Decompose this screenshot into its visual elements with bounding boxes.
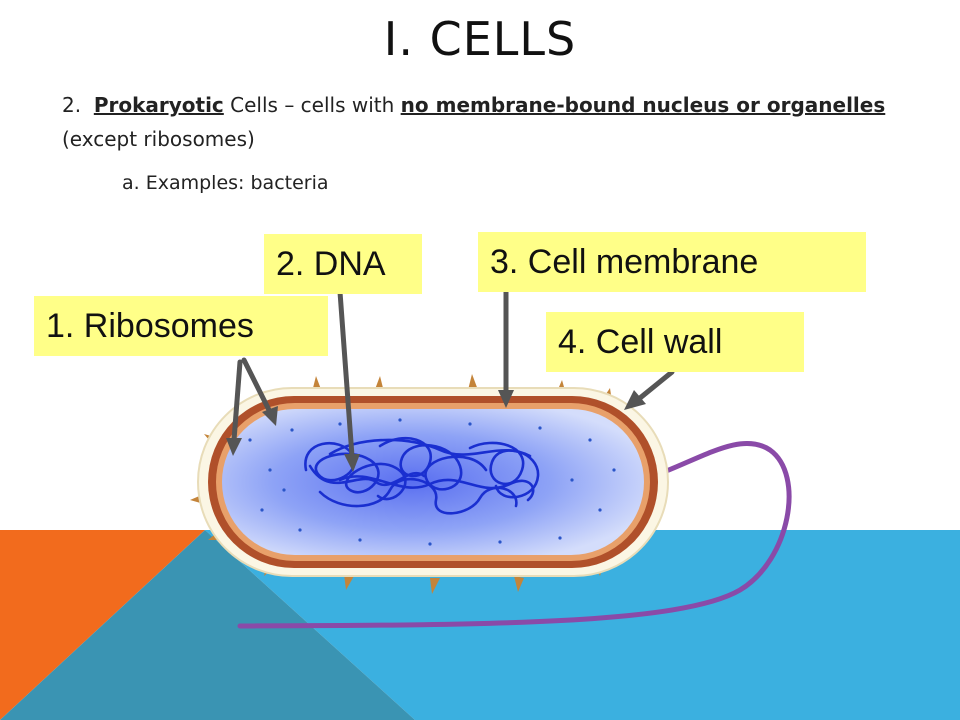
- bullet-prokaryotic: 2. Prokaryotic Cells – cells with no mem…: [62, 88, 892, 156]
- ribosome-dots: [248, 418, 616, 546]
- term-prokaryotic: Prokaryotic: [93, 93, 224, 117]
- ribosome: [358, 538, 362, 542]
- ribosome: [290, 428, 294, 432]
- teal-triangle: [0, 530, 415, 720]
- ribosome: [268, 468, 272, 472]
- dna-strand: [378, 436, 488, 491]
- pilus: [468, 374, 478, 390]
- pilus: [344, 574, 354, 590]
- arrow-dna-head: [344, 454, 360, 472]
- pilus: [514, 576, 524, 592]
- arrow-wall-shaft: [637, 369, 675, 401]
- arrow-ribosomes-left-shaft: [231, 359, 243, 443]
- blue-band: [205, 530, 960, 720]
- arrow-ribosomes-right-head: [262, 406, 278, 426]
- arrow-dna-shaft: [337, 289, 355, 459]
- ribosome: [598, 508, 602, 512]
- ribosome: [612, 468, 616, 472]
- pilus: [430, 578, 440, 594]
- label-cell-wall: 4. Cell wall: [546, 312, 804, 372]
- ribosome: [260, 508, 264, 512]
- arrow-membrane-head: [498, 390, 514, 408]
- sub-bullet-examples: a. Examples: bacteria: [122, 172, 329, 194]
- pointer-arrows: [226, 289, 675, 472]
- dna-strand: [338, 475, 535, 502]
- ribosome: [498, 540, 502, 544]
- emphasis-no-nucleus: no membrane-bound nucleus or organelles: [400, 93, 886, 117]
- arrow-ribosomes-right-shaft: [241, 357, 273, 415]
- bullet-text-2: (except ribosomes): [62, 127, 255, 151]
- ribosome: [248, 438, 252, 442]
- bullet-number: 2.: [62, 93, 82, 117]
- label-cell-membrane: 3. Cell membrane: [478, 232, 866, 292]
- label-ribosomes: 1. Ribosomes: [34, 296, 328, 356]
- label-dna: 2. DNA: [264, 234, 422, 294]
- arrow-ribosomes-left-head: [226, 438, 242, 456]
- dna-strand: [328, 438, 532, 458]
- bullet-text-1: Cells – cells with: [223, 93, 401, 117]
- ribosome: [538, 426, 542, 430]
- arrow-wall-head: [624, 390, 646, 410]
- ribosome: [570, 478, 574, 482]
- slide-title: I. CELLS: [383, 12, 577, 66]
- ribosome: [558, 536, 562, 540]
- ribosome: [428, 542, 432, 546]
- ribosome: [588, 438, 592, 442]
- ribosome: [298, 528, 302, 532]
- dna-strand: [308, 464, 426, 486]
- dna-nucleoid: [304, 436, 540, 515]
- flagellum: [237, 440, 792, 629]
- ribosome: [468, 422, 472, 426]
- ribosome: [338, 422, 342, 426]
- ribosome: [398, 418, 402, 422]
- ribosome: [282, 488, 286, 492]
